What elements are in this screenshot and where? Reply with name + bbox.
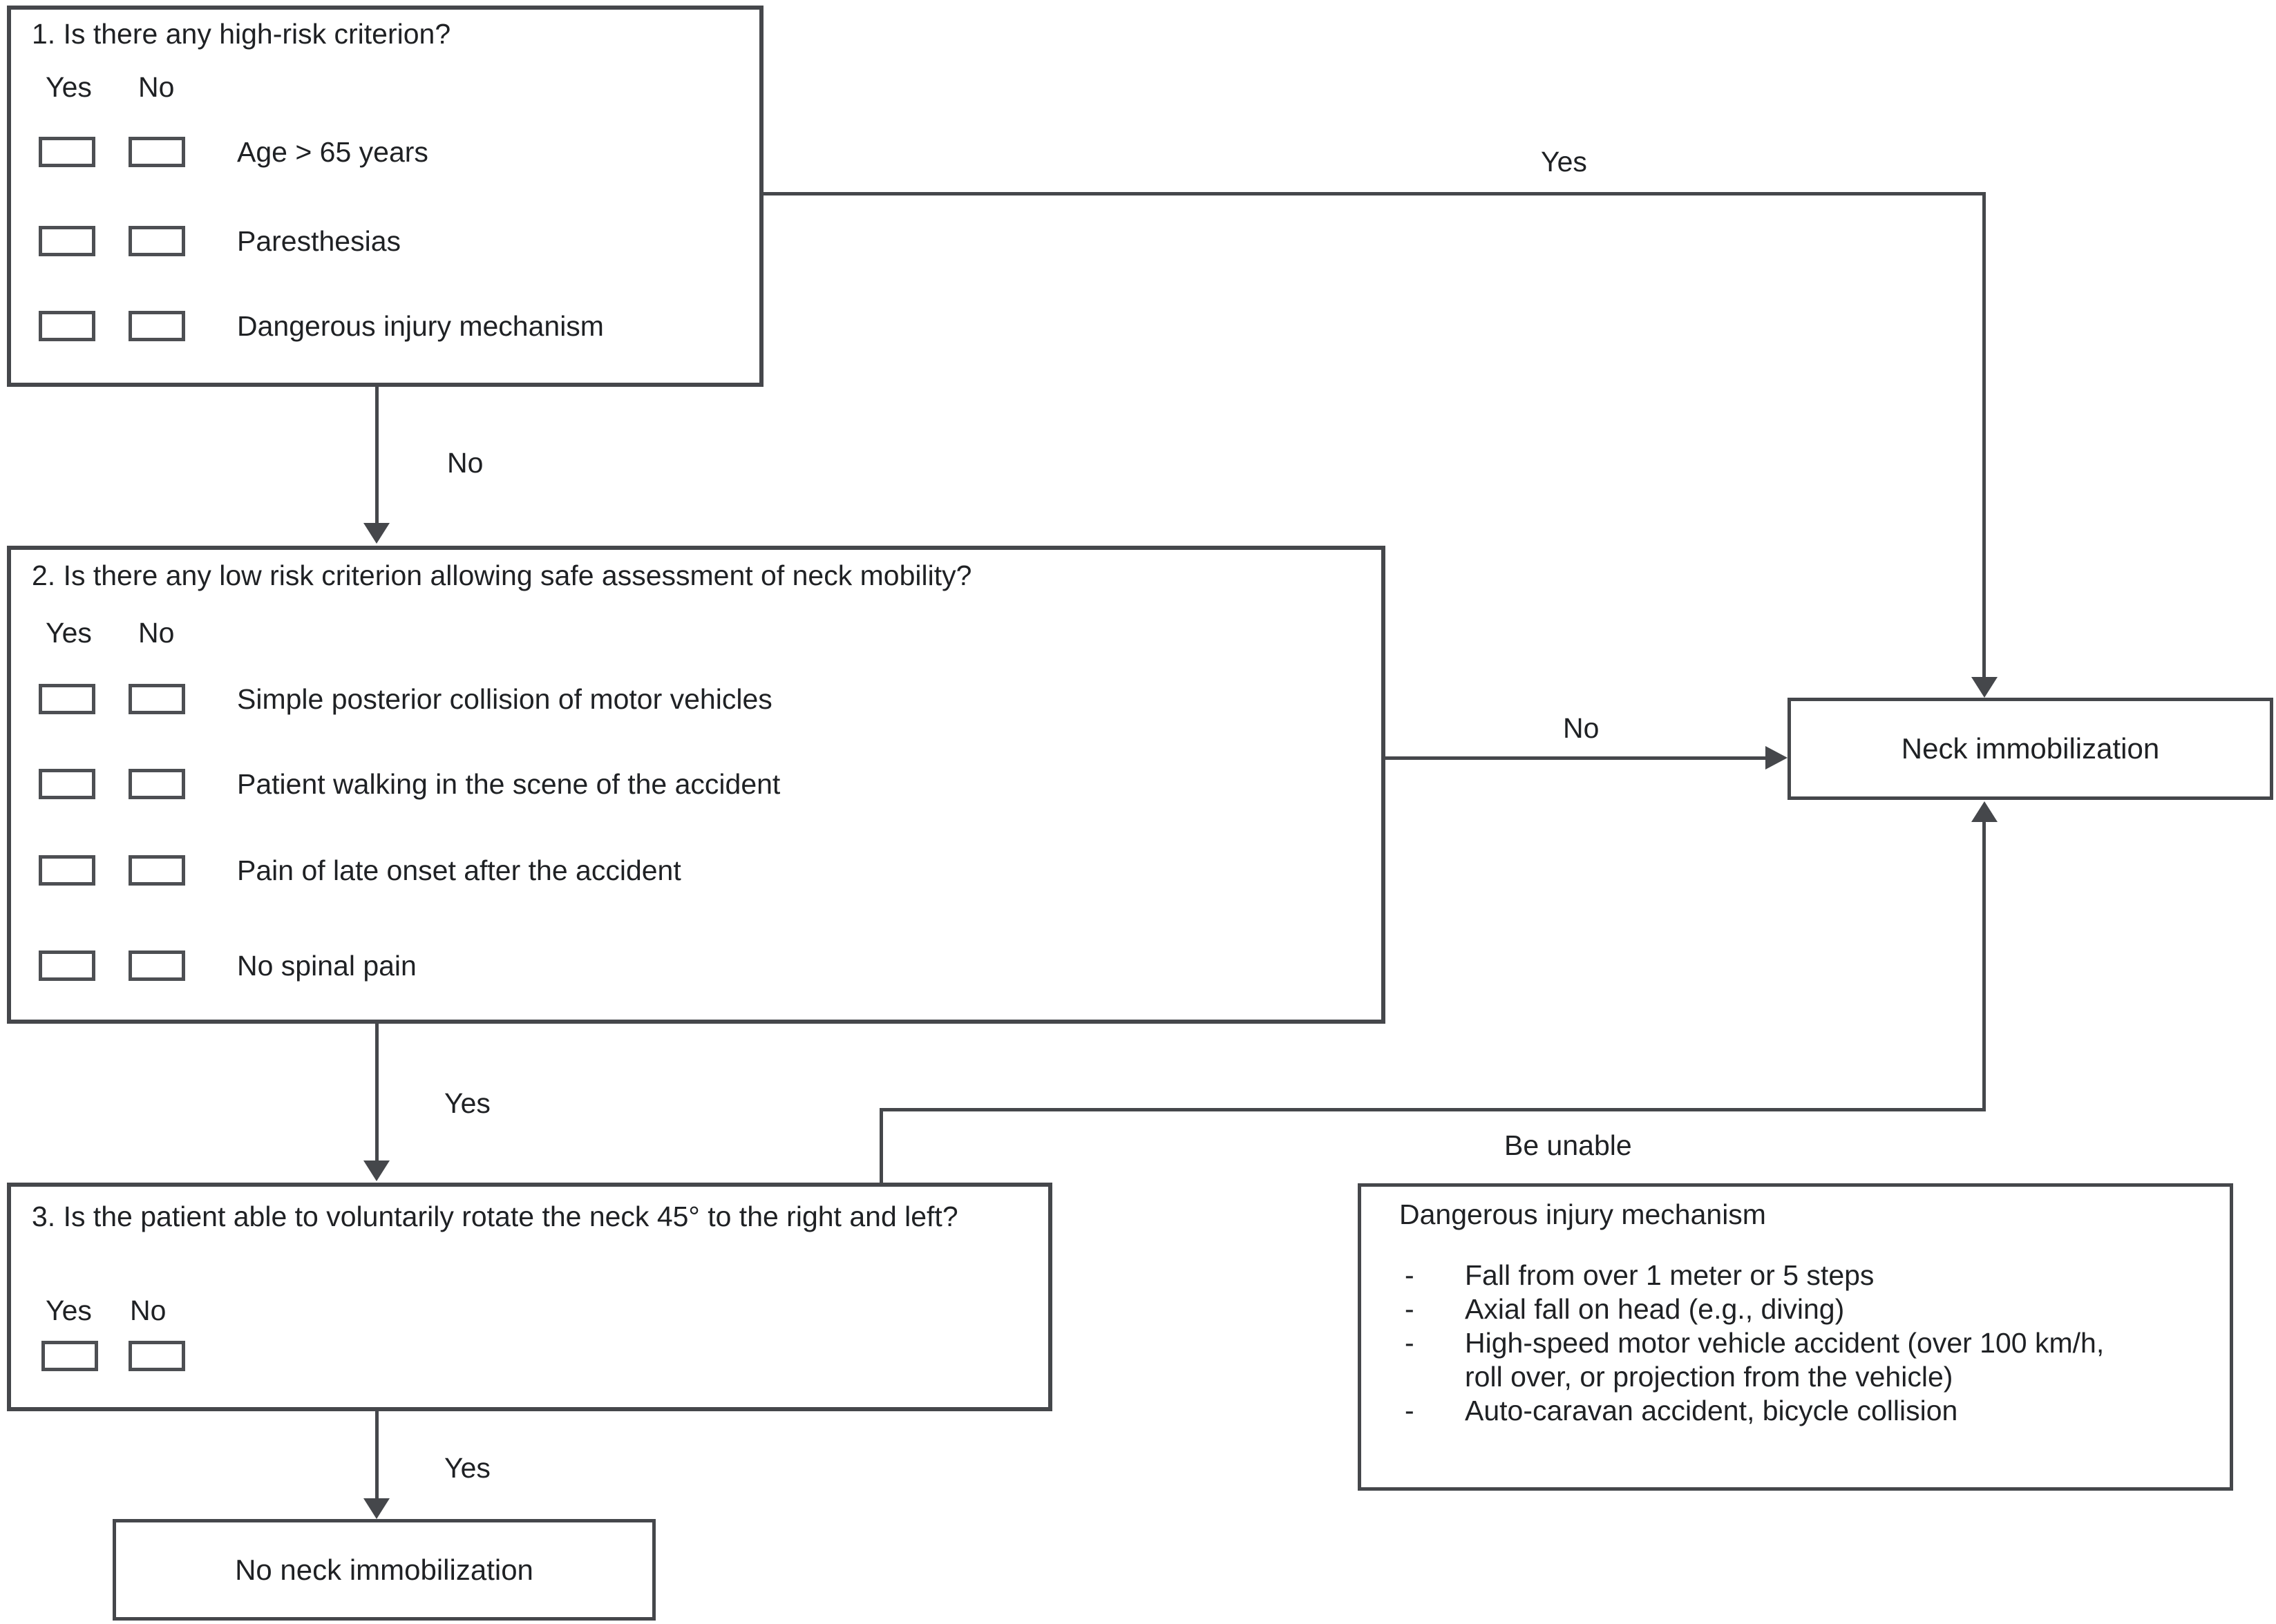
connector-be-unable-vertical-right	[1982, 821, 1986, 1111]
q2-item3-label: Pain of late onset after the accident	[237, 854, 681, 886]
q3-yes-checkbox[interactable]	[41, 1341, 98, 1371]
q2-title: 2. Is there any low risk criterion allow…	[32, 560, 972, 591]
q1-item2-label: Paresthesias	[237, 225, 401, 257]
q3-no-checkbox[interactable]	[129, 1341, 185, 1371]
q2-item1-yes-checkbox[interactable]	[39, 684, 95, 714]
q1-yes-column-label: Yes	[46, 71, 92, 103]
q3-no-column-label: No	[130, 1295, 167, 1326]
info-bullet-item: - Axial fall on head (e.g., diving)	[1405, 1293, 1845, 1325]
info-box-title: Dangerous injury mechanism	[1399, 1198, 1766, 1230]
info-bullet-item: - Auto-caravan accident, bicycle collisi…	[1405, 1395, 1958, 1426]
q2-item4-no-checkbox[interactable]	[129, 950, 185, 981]
connector-q1-yes-horizontal	[764, 192, 1986, 195]
q1-item1-no-checkbox[interactable]	[129, 137, 185, 167]
neck-immobilization-box: Neck immobilization	[1787, 698, 2273, 800]
edge-label-q2-yes: Yes	[444, 1087, 491, 1119]
connector-be-unable-horizontal	[880, 1108, 1986, 1111]
bullet-dash: -	[1405, 1327, 1414, 1359]
q2-item2-no-checkbox[interactable]	[129, 769, 185, 799]
q1-item1-yes-checkbox[interactable]	[39, 137, 95, 167]
q1-item3-yes-checkbox[interactable]	[39, 311, 95, 341]
q2-item1-label: Simple posterior collision of motor vehi…	[237, 683, 772, 715]
q2-no-column-label: No	[138, 617, 175, 649]
q2-item3-no-checkbox[interactable]	[129, 855, 185, 886]
q2-yes-column-label: Yes	[46, 617, 92, 649]
neck-immobilization-label: Neck immobilization	[1901, 732, 2160, 765]
connector-q2-yes-vertical	[375, 1024, 379, 1162]
q3-yes-column-label: Yes	[46, 1295, 92, 1326]
arrowhead-into-q2	[363, 523, 390, 544]
bullet-dash: -	[1405, 1293, 1414, 1325]
q1-item2-yes-checkbox[interactable]	[39, 226, 95, 256]
q3-title: 3. Is the patient able to voluntarily ro…	[32, 1201, 958, 1232]
q1-no-column-label: No	[138, 71, 175, 103]
connector-q3-yes-vertical	[375, 1411, 379, 1500]
q2-item1-no-checkbox[interactable]	[129, 684, 185, 714]
q2-item4-label: No spinal pain	[237, 950, 417, 982]
q1-item1-label: Age > 65 years	[237, 136, 428, 168]
dangerous-injury-info-box: Dangerous injury mechanism - Fall from o…	[1358, 1183, 2233, 1491]
connector-q1-no-vertical	[375, 387, 379, 524]
arrowhead-into-q3	[363, 1160, 390, 1181]
no-neck-immobilization-label: No neck immobilization	[235, 1553, 533, 1586]
bullet-dash: -	[1405, 1395, 1414, 1426]
q2-item4-yes-checkbox[interactable]	[39, 950, 95, 981]
edge-label-q3-yes: Yes	[444, 1452, 491, 1484]
q2-item2-label: Patient walking in the scene of the acci…	[237, 768, 781, 800]
arrowhead-into-neck-left	[1765, 746, 1787, 770]
q1-title: 1. Is there any high-risk criterion?	[32, 18, 451, 50]
q1-item3-no-checkbox[interactable]	[129, 311, 185, 341]
q3-box: 3. Is the patient able to voluntarily ro…	[7, 1183, 1052, 1411]
arrowhead-into-neck-top	[1971, 677, 1998, 698]
info-bullet-item: - Fall from over 1 meter or 5 steps	[1405, 1259, 1875, 1291]
q1-item2-no-checkbox[interactable]	[129, 226, 185, 256]
q1-item3-label: Dangerous injury mechanism	[237, 310, 604, 342]
arrowhead-into-neck-bottom	[1971, 801, 1998, 822]
no-neck-immobilization-box: No neck immobilization	[113, 1519, 656, 1621]
info-bullet-list: - Fall from over 1 meter or 5 steps - Ax…	[1405, 1259, 2216, 1428]
q1-box: 1. Is there any high-risk criterion? Yes…	[7, 6, 764, 387]
edge-label-be-unable: Be unable	[1504, 1129, 1632, 1161]
edge-label-q2-no: No	[1563, 712, 1600, 744]
info-bullet-item: - High-speed motor vehicle accident (ove…	[1405, 1327, 2105, 1393]
edge-label-q1-no: No	[447, 447, 484, 479]
q2-box: 2. Is there any low risk criterion allow…	[7, 546, 1385, 1024]
q2-item3-yes-checkbox[interactable]	[39, 855, 95, 886]
edge-label-q1-yes: Yes	[1541, 146, 1587, 178]
bullet-dash: -	[1405, 1259, 1414, 1291]
connector-be-unable-vertical-left	[880, 1110, 883, 1183]
arrowhead-into-no-neck	[363, 1498, 390, 1519]
connector-q1-yes-vertical	[1982, 192, 1986, 677]
connector-q2-no-horizontal	[1385, 756, 1765, 760]
q2-item2-yes-checkbox[interactable]	[39, 769, 95, 799]
